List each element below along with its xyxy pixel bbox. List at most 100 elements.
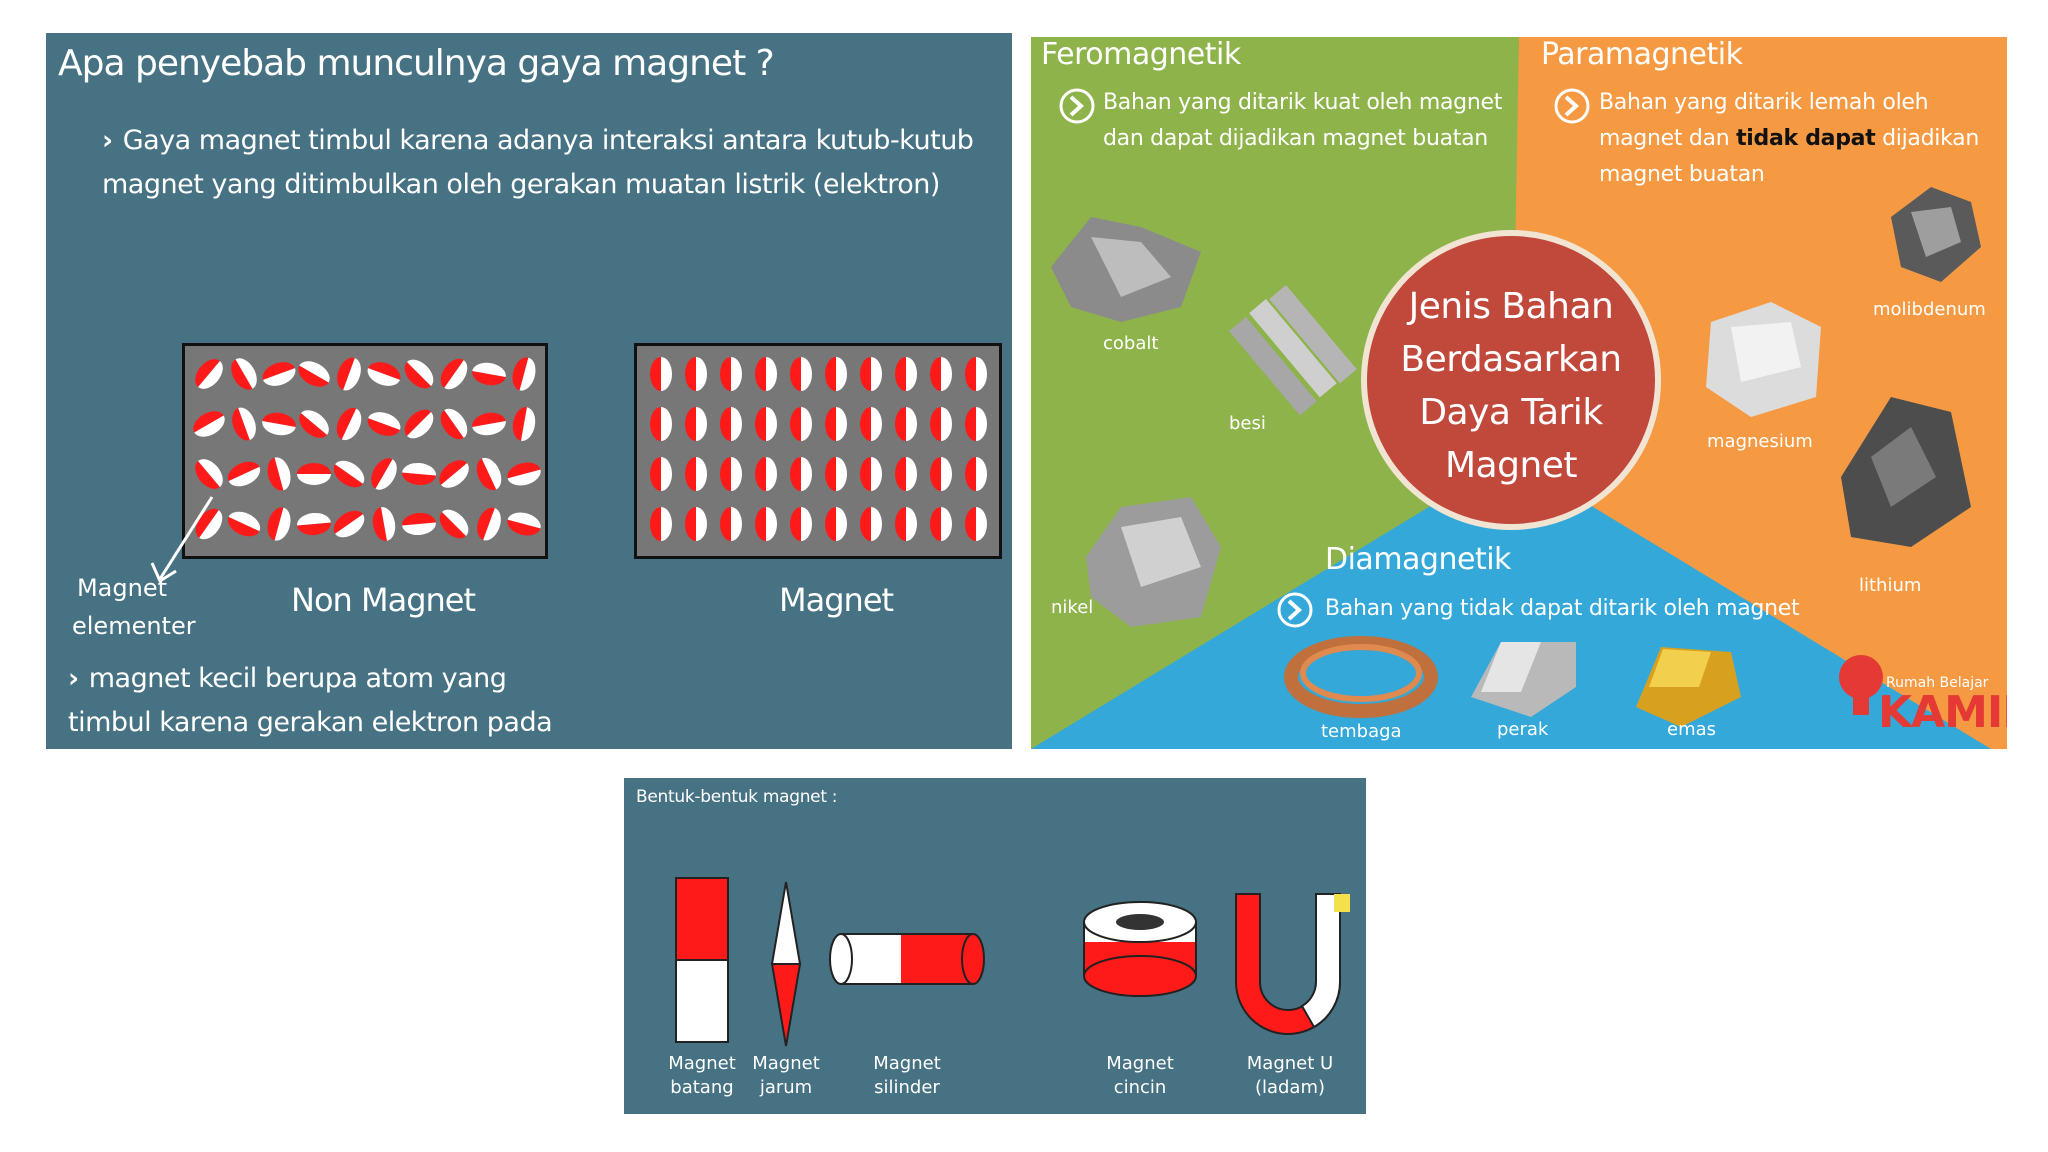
label-magnet-jarum: Magnet jarum [726, 1052, 846, 1100]
heading-diamagnetik: Diamagnetik [1325, 542, 1511, 577]
magnetic-domain [298, 361, 330, 387]
chevron-right-icon [1059, 88, 1095, 124]
label-line: elementer [72, 612, 196, 640]
molibdenum-image [1891, 187, 1981, 282]
desc-feromagnetik: Bahan yang ditarik kuat oleh magnet dan … [1103, 90, 1503, 151]
label-line: batang [670, 1077, 734, 1098]
magnetic-domain [507, 462, 541, 486]
lightbulb-logo-icon [1839, 655, 1883, 715]
label-cobalt: cobalt [1103, 333, 1159, 354]
bullet-explanation: › Gaya magnet timbul karena adanya inter… [102, 119, 1002, 207]
label-magnet-cincin: Magnet cincin [1080, 1052, 1200, 1100]
magnetic-domain [262, 412, 296, 436]
magnetic-domain [825, 507, 847, 541]
chevron-right-icon [1554, 88, 1590, 124]
magnetic-domain [231, 358, 257, 390]
label-tembaga: tembaga [1321, 721, 1402, 742]
nikel-image [1086, 497, 1221, 627]
slide-material-types: Feromagnetik Bahan yang ditarik kuat ole… [1031, 37, 2007, 749]
magnetic-domain [650, 457, 672, 491]
label-line: Magnet [76, 574, 168, 602]
label-magnet-batang: Magnet batang [642, 1052, 762, 1100]
bullet-text: magnet kecil berupa atom yang timbul kar… [68, 663, 553, 738]
ring-magnet-icon [1083, 901, 1197, 997]
caption-magnet: Magnet [779, 581, 894, 619]
chevron-right-icon [1277, 592, 1313, 628]
center-title-line: Berdasarkan [1400, 339, 1622, 380]
bullet-elementer: › magnet kecil berupa atom yang timbul k… [68, 657, 588, 749]
label-line: Magnet [873, 1053, 941, 1074]
label-line: cincin [1113, 1077, 1167, 1098]
magnetic-domain [930, 457, 952, 491]
horseshoe-magnet-icon [1235, 893, 1350, 1035]
magnetic-domain [195, 359, 223, 389]
magnetic-domain [227, 511, 261, 537]
label-line: silinder [874, 1077, 940, 1098]
label-perak: perak [1497, 719, 1549, 740]
magnet-shapes-svg [675, 877, 1350, 1047]
magnetic-domain [193, 411, 225, 437]
magnetic-domain [860, 407, 882, 441]
magnetic-domain [402, 462, 436, 486]
slide-title: Apa penyebab munculnya gaya magnet ? [58, 43, 775, 84]
heading-feromagnetik: Feromagnetik [1041, 37, 1241, 72]
magnetic-domain [720, 407, 742, 441]
magnetic-domain [476, 457, 502, 491]
magnetic-domain [930, 507, 952, 541]
heading-paramagnetik: Paramagnetik [1541, 37, 1743, 72]
chevron-right-icon: › [68, 663, 79, 694]
magnetic-domain [650, 507, 672, 541]
besi-image [1229, 285, 1357, 416]
label-emas: emas [1667, 719, 1717, 740]
cylinder-magnet-icon [829, 933, 985, 985]
magnetic-domain [262, 362, 296, 386]
cobalt-image [1051, 217, 1201, 322]
magnetic-domain [404, 359, 434, 389]
magnetic-domain [372, 507, 396, 541]
magnetic-domain [472, 362, 506, 386]
magnetic-domain [930, 357, 952, 391]
magnetic-domain [720, 457, 742, 491]
magnetic-domain [195, 459, 223, 489]
label-line: Magnet [668, 1053, 736, 1074]
magnetic-domain [512, 407, 536, 441]
label-line: Magnet [752, 1053, 820, 1074]
magnetic-domain [895, 407, 917, 441]
non-magnet-diagram [182, 343, 548, 559]
magnetic-domain [825, 457, 847, 491]
magnetic-domain [825, 407, 847, 441]
magnetic-domain [440, 408, 468, 440]
caption-non-magnet: Non Magnet [291, 581, 476, 619]
center-title-line: Daya Tarik [1419, 392, 1603, 433]
emas-image [1636, 647, 1741, 727]
chevron-right-icon: › [102, 125, 113, 156]
desc-diamagnetik: Bahan yang tidak dapat ditarik oleh magn… [1325, 596, 1800, 621]
perak-image [1471, 642, 1576, 717]
magnetic-domain [650, 357, 672, 391]
magnetic-domain [965, 357, 987, 391]
magnetic-domain [507, 512, 541, 536]
magnetic-domain [825, 357, 847, 391]
slide-title: Bentuk-bentuk magnet : [636, 787, 838, 807]
desc-text: dijadikan magnet buatan [1599, 126, 1979, 187]
magnetic-domain [930, 407, 952, 441]
magnetic-domain [267, 507, 291, 541]
magnetic-domain [371, 458, 397, 490]
logo-kamil: KAMIL [1878, 687, 2007, 738]
label-magnet-elementer: Magnet elementer [72, 569, 196, 645]
magnetic-domain [895, 357, 917, 391]
label-magnesium: magnesium [1707, 431, 1813, 452]
magnetic-domain [333, 510, 365, 538]
label-lithium: lithium [1859, 575, 1922, 596]
aligned-domains-svg [650, 357, 987, 541]
tembaga-image [1284, 636, 1438, 718]
desc-paramagnetik: Bahan yang ditarik lemah oleh magnet dan… [1599, 85, 1999, 193]
magnetic-domain [790, 407, 812, 441]
center-title-line: Magnet [1444, 445, 1578, 486]
magnetic-domain [685, 407, 707, 441]
magnetic-domain [790, 457, 812, 491]
magnetic-domain [267, 457, 291, 491]
magnetic-domain [755, 357, 777, 391]
magnetic-domain [439, 460, 469, 488]
magnetic-domain [297, 463, 331, 485]
